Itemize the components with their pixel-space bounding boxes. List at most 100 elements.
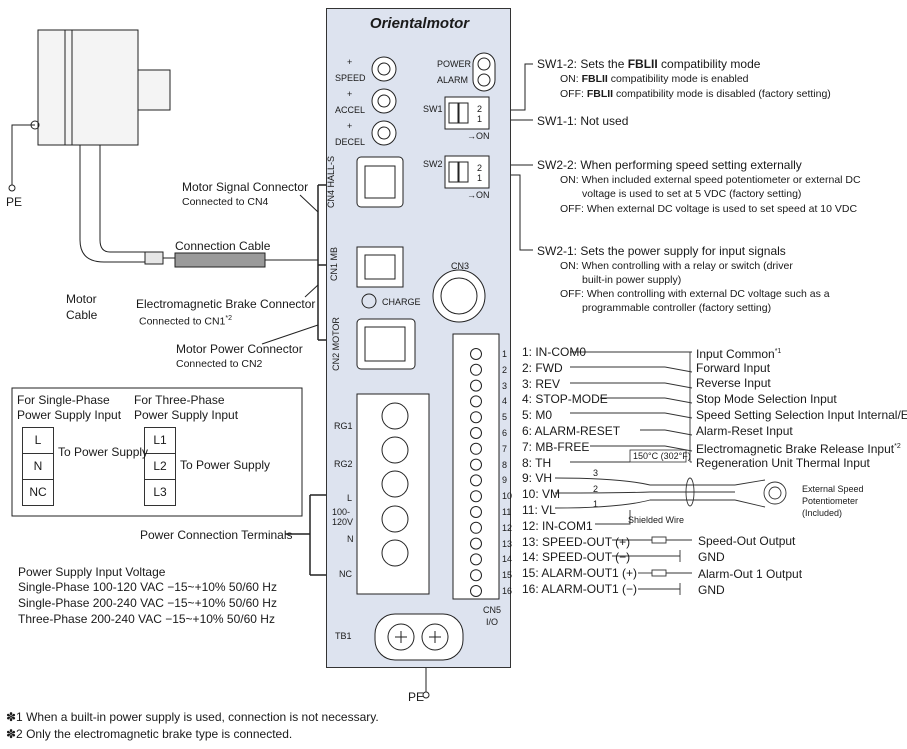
- thermo-label: 150°C (302°F): [633, 451, 691, 461]
- motor-body: [37, 29, 139, 146]
- io-terminal-screw: [470, 458, 482, 471]
- io-terminal-screw: [470, 395, 482, 408]
- io-terminal-screw: [470, 521, 482, 534]
- decel-sign: +: [347, 121, 353, 131]
- fn-alarm-out: Alarm-Out 1 Output: [698, 567, 803, 581]
- sw2-1-on-1: ON: When controlling with a relay or swi…: [560, 260, 793, 272]
- charge-led-icon: [361, 293, 377, 309]
- cn2-connector: [356, 318, 416, 370]
- fn-regen: Regeneration Unit Thermal Input: [696, 456, 870, 470]
- fn-speed-out: Speed-Out Output: [698, 534, 796, 548]
- io-pin-label: 15: ALARM-OUT1 (+): [522, 566, 638, 581]
- cn1-connector: [356, 246, 404, 288]
- io-terminal-screw: [470, 585, 482, 597]
- io-pin-label: 16: ALARM-OUT1 (−): [522, 582, 638, 596]
- alarm-led-label: ALARM: [437, 75, 469, 85]
- io-label: I/O: [486, 617, 499, 627]
- sw2-2-off: OFF: When external DC voltage is used to…: [560, 203, 858, 215]
- io-pin-number: 6: [502, 428, 508, 438]
- decel-label: DECEL: [335, 137, 366, 147]
- fn-forward: Forward Input: [696, 361, 771, 375]
- motor-cable: [79, 239, 145, 263]
- motor-signal-sub: Connected to CN4: [182, 196, 269, 208]
- fn-brake-release: Electromagnetic Brake Release Input*2: [696, 442, 901, 456]
- single-title-2: Power Supply Input: [17, 408, 122, 422]
- voltage-line-2: Single-Phase 200-240 VAC −15~+10% 50/60 …: [18, 596, 277, 610]
- sw2-1-off-1: OFF: When controlling with external DC v…: [560, 288, 830, 300]
- sw2-2-on-1: ON: When included external speed potenti…: [560, 174, 861, 186]
- fn-reverse: Reverse Input: [696, 376, 771, 390]
- three-term-l3: L3: [153, 485, 167, 499]
- io-pin-label: 9: VH: [522, 471, 553, 486]
- io-terminal-screw: [470, 442, 482, 455]
- cn2-label: CN2 MOTOR: [330, 317, 341, 371]
- io-pin-number: 14: [502, 554, 513, 565]
- io-pin-label: 8: TH: [522, 455, 552, 470]
- three-term-l2: L2: [145, 454, 175, 480]
- io-pin-label: 2: FWD: [522, 360, 563, 375]
- io-pin-number: 3: [502, 380, 508, 391]
- io-terminal-screw: [470, 490, 482, 503]
- three-title-1: For Three-Phase: [134, 393, 225, 407]
- fn-speed-select: Speed Setting Selection Input Internal/E…: [696, 408, 907, 422]
- io-terminal-screw: [470, 506, 482, 518]
- sw1-2-title: SW1-2: Sets the FBLII compatibility mode: [537, 57, 761, 71]
- io-pin-number: 11: [502, 507, 512, 517]
- fn-gnd-2: GND: [698, 583, 725, 597]
- n-label: N: [347, 534, 354, 544]
- power-led-label: POWER: [437, 59, 472, 69]
- fn-input-common: Input Common*1: [696, 347, 782, 361]
- speed-pot-icon: [371, 56, 397, 82]
- cn1-label: CN1 MB: [329, 246, 340, 282]
- nc-label: NC: [339, 569, 352, 579]
- power-connector-label: Motor Power Connector: [176, 342, 303, 356]
- shielded-wire-label: Shielded Wire: [628, 515, 685, 525]
- sw2-2-on-2: voltage is used to set at 5 VDC (factory…: [582, 188, 802, 200]
- io-pin-number: 10: [502, 491, 513, 502]
- single-term-nc: NC: [29, 485, 47, 499]
- io-pin-label: 13: SPEED-OUT (+): [522, 534, 631, 549]
- connection-cable-label: Connection Cable: [175, 239, 271, 253]
- io-pin-number: 2: [502, 364, 508, 375]
- io-terminal-screw: [470, 553, 482, 566]
- sw1-2-on: ON: FBLII compatibility mode is enabled: [560, 73, 749, 85]
- three-term-l1: L1: [145, 428, 175, 454]
- io-pin-label: 4: STOP-MODE: [522, 392, 608, 407]
- cn3-label: CN3: [451, 261, 470, 271]
- single-term-l: L: [23, 428, 53, 454]
- cn4-connector: [356, 156, 404, 208]
- motor-signal-label: Motor Signal Connector: [182, 180, 309, 194]
- sw1-pin1: 1: [477, 114, 483, 124]
- io-terminal-screw: [470, 537, 482, 550]
- single-term-n: N: [23, 454, 53, 480]
- motor-cable-label-2: Cable: [66, 308, 98, 322]
- single-to-power: To Power Supply: [58, 445, 149, 459]
- io-pin-label: 7: MB-FREE: [522, 439, 590, 454]
- alarm-led-icon: [477, 73, 491, 87]
- io-pin-label: 5: M0: [522, 408, 553, 423]
- brake-connector-label: Electromagnetic Brake Connector: [136, 297, 316, 311]
- io-terminal-screw: [470, 569, 482, 582]
- pot-label-1: External Speed: [802, 484, 864, 494]
- io-pin-number: 4: [502, 396, 508, 407]
- io-terminal-screw: [470, 379, 482, 392]
- l-label: L: [347, 493, 353, 503]
- io-terminal-screw: [470, 411, 482, 424]
- io-pin-number: 15: [502, 570, 513, 581]
- fn-stop-mode: Stop Mode Selection Input: [696, 392, 837, 406]
- sw1-pin2: 2: [477, 104, 483, 114]
- power-connector-sub: Connected to CN2: [176, 358, 263, 370]
- three-title-2: Power Supply Input: [134, 408, 239, 422]
- io-pin-label: 1: IN-COM0: [522, 345, 587, 359]
- motor-cable-label-1: Motor: [66, 292, 97, 306]
- pe-label-left: PE: [6, 195, 23, 209]
- sw1-1-note: SW1-1: Not used: [537, 114, 629, 128]
- rg2-label: RG2: [334, 459, 353, 469]
- speed-label: SPEED: [335, 73, 366, 83]
- io-pin-label: 6: ALARM-RESET: [522, 424, 621, 438]
- tb1-label: TB1: [335, 631, 352, 641]
- io-pin-label: 10: VM: [522, 487, 561, 502]
- io-pin-number: 1: [502, 349, 508, 359]
- io-pin-label: 11: VL: [522, 503, 556, 517]
